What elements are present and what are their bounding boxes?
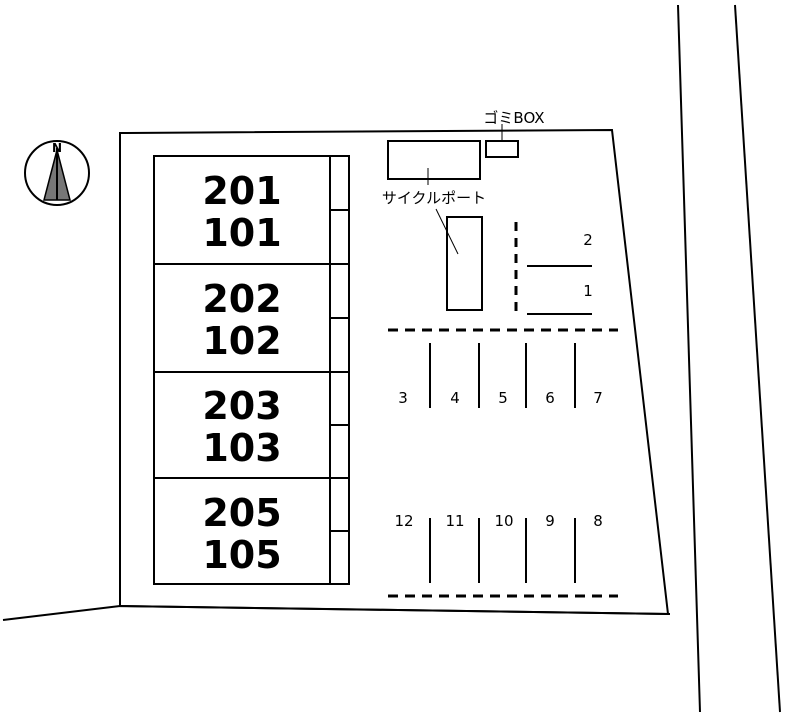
cycle-port-shelter <box>387 140 481 180</box>
parking-space-label: 5 <box>498 389 508 407</box>
parking-space-label: 10 <box>494 512 513 530</box>
cycle-port-pointer <box>435 208 459 255</box>
building: 201 101 202 102 203 103 205 105 <box>153 155 350 585</box>
garbage-box-label: ゴミBOX <box>483 109 544 127</box>
garbage-box <box>485 140 519 158</box>
unit-label-lower: 101 <box>202 211 281 255</box>
unit-label-upper: 203 <box>202 384 281 428</box>
parking-space-label: 1 <box>583 282 593 300</box>
unit-label-lower: 103 <box>202 426 281 470</box>
parking-space-label: 8 <box>593 512 603 530</box>
parking-space-label: 12 <box>394 512 413 530</box>
parking-space-label: 11 <box>445 512 464 530</box>
unit-label-upper: 201 <box>202 169 281 213</box>
parking-space-label: 6 <box>545 389 555 407</box>
cycle-port-label: サイクルポート <box>382 189 486 207</box>
unit-label-lower: 105 <box>202 533 281 577</box>
unit-label-upper: 202 <box>202 277 281 321</box>
site-boundary <box>119 128 670 616</box>
cycle-port-rack <box>446 216 483 311</box>
compass: N <box>24 140 90 206</box>
parking-space-label: 7 <box>593 389 603 407</box>
balcony-strip <box>329 155 350 585</box>
compass-circle <box>24 140 90 206</box>
compass-label: N <box>52 141 62 155</box>
road-edge-right <box>734 4 781 713</box>
unit-block-2 <box>153 263 331 373</box>
unit-label-upper: 205 <box>202 491 281 535</box>
parking-space-label: 3 <box>398 389 408 407</box>
parking-space-label: 9 <box>545 512 555 530</box>
parking-space-label: 2 <box>583 231 593 249</box>
road-edge-left <box>677 4 701 713</box>
unit-block-3 <box>153 371 331 479</box>
parking-space-label: 4 <box>450 389 460 407</box>
unit-block-1 <box>153 155 331 265</box>
unit-label-lower: 102 <box>202 319 281 363</box>
